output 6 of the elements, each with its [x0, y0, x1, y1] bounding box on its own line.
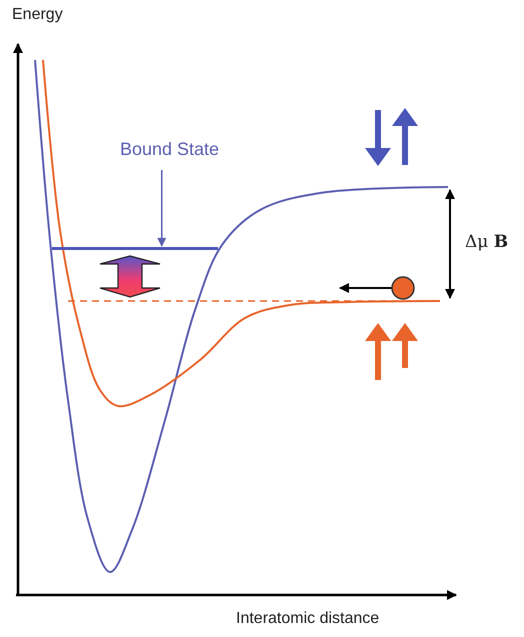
axis-label: Interatomic distance: [236, 610, 380, 628]
leader-arrow: [157, 170, 166, 247]
bound-state-level: [52, 247, 218, 250]
bound-state-label: Bound State: [92, 134, 247, 164]
axis-label: Energy: [12, 6, 63, 24]
energy-gap-label: Δμ B: [465, 232, 508, 252]
